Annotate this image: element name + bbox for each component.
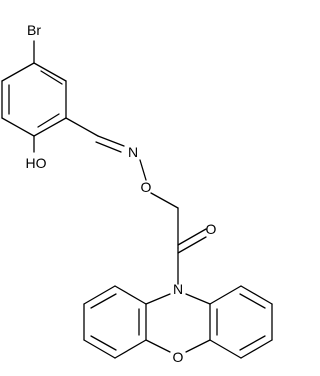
bond [114,285,147,305]
bond [83,285,116,305]
bond [90,293,117,309]
imine-nitrogen-label: N [128,144,138,160]
bond [150,192,179,209]
bond [240,339,273,359]
bond [240,285,273,305]
ring-nitrogen-label: N [173,281,183,297]
bromophenol-ring [1,40,67,153]
bond [114,339,147,359]
hydroxyl-label: HO [26,155,47,171]
atom-labels: Br HO N O O N O [26,22,217,365]
bond [97,135,125,147]
bond [139,159,147,181]
bond [65,117,99,137]
bromine-label: Br [27,22,41,38]
bond [1,117,35,137]
oxime-linker [65,117,207,285]
bond [40,70,63,85]
bond [90,335,117,351]
bond [185,293,211,305]
carbonyl-oxygen-label: O [206,221,217,237]
bond [37,113,60,128]
bond [185,339,211,353]
bond [177,236,207,254]
bond [177,228,207,246]
ether-oxygen-label: O [141,179,152,195]
bond [1,62,35,82]
bond [83,339,116,359]
ring-oxygen-label: O [173,349,184,365]
bond [33,117,67,137]
bond [239,335,266,351]
phenoxazine-core [83,285,273,359]
bond [209,339,242,359]
bond [95,141,122,153]
structure-canvas: Br HO N O O N O [1,22,273,365]
bond [145,339,171,353]
bond [33,62,67,82]
bond [239,293,266,309]
bond [145,293,171,305]
chemical-structure-diagram: Br HO N O O N O [1,22,273,365]
bond [209,285,242,305]
